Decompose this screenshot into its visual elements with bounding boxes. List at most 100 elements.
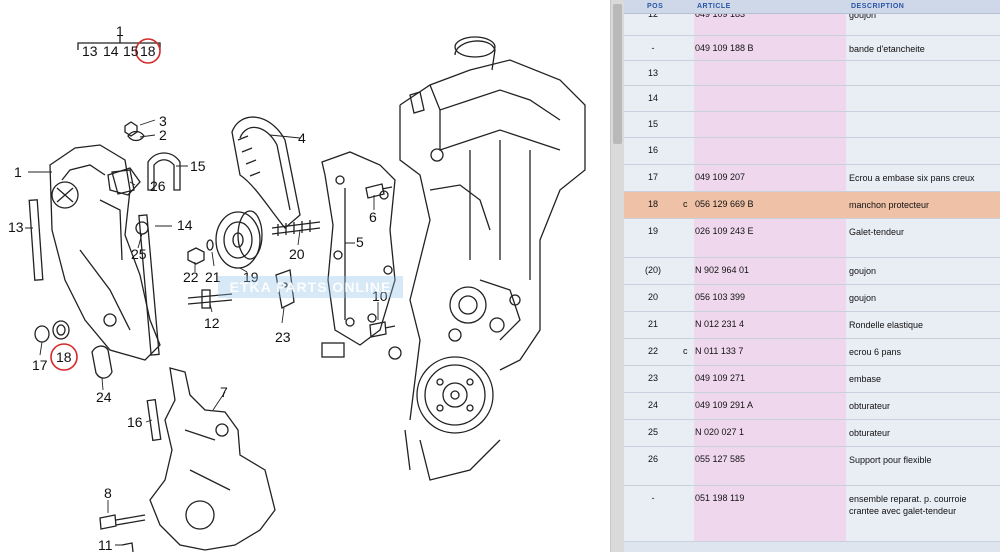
engine-block-drawing: [388, 36, 586, 481]
callout-1-group: 1: [116, 23, 124, 39]
callout-20: 20: [289, 246, 305, 262]
cell-article: 049 109 188 B: [695, 43, 754, 53]
cell-pos: 20: [647, 292, 658, 302]
group-bracket: [77, 42, 161, 50]
cell-pos: 17: [647, 172, 658, 182]
diagram-drawing: 1 13 14 15 18 3 2 4 1 15 26 6 13 14 5 20…: [8, 23, 586, 552]
cell-article: 056 103 399: [695, 292, 746, 302]
callout-group-member: 15: [123, 43, 139, 59]
table-row[interactable]: 23 049 109 271 embase: [624, 366, 1000, 393]
table-row[interactable]: (20) N 902 964 01 goujon: [624, 258, 1000, 285]
cell-article: 026 109 243 E: [695, 226, 754, 236]
highlight-circle-18-diagram: [50, 343, 78, 371]
table-row[interactable]: 14: [624, 86, 1000, 112]
cell-pos: 25: [647, 427, 658, 437]
cell-pos: 15: [647, 119, 658, 129]
table-row[interactable]: 21 N 012 231 4 Rondelle elastique: [624, 312, 1000, 339]
callout-4: 4: [298, 130, 306, 146]
callout-21: 21: [205, 269, 221, 285]
cell-description: goujon: [849, 266, 877, 276]
cell-mark: c: [683, 199, 688, 209]
cell-pos: 21: [647, 319, 658, 329]
callout-24: 24: [96, 389, 112, 405]
cell-article: 049 109 291 A: [695, 400, 754, 410]
callout-6: 6: [369, 209, 377, 225]
callout-8: 8: [104, 485, 112, 501]
cell-pos: 18: [647, 199, 658, 209]
callout-23: 23: [275, 329, 291, 345]
cell-pos: 19: [647, 226, 658, 236]
table-header: POS ARTICLE DESCRIPTION: [624, 0, 1000, 14]
cell-description: Rondelle elastique: [849, 320, 924, 330]
callout-3: 3: [159, 113, 167, 129]
cell-description: embase: [849, 374, 882, 384]
callout-10: 10: [372, 288, 388, 304]
table-row[interactable]: 22 c N 011 133 7 ecrou 6 pans: [624, 339, 1000, 366]
cell-pos: 12: [647, 9, 658, 19]
cell-article: N 020 027 1: [695, 427, 745, 437]
table-row-selected[interactable]: 18 c 056 129 669 B manchon protecteur: [624, 192, 1000, 219]
cell-description: ecrou 6 pans: [849, 347, 902, 357]
table-row[interactable]: - 049 109 188 B bande d'etancheite: [624, 36, 1000, 61]
watermark: ETKA PARTS ONLINE: [218, 276, 403, 298]
callout-7: 7: [220, 384, 228, 400]
table-row[interactable]: 15: [624, 112, 1000, 138]
callout-15: 15: [190, 158, 206, 174]
callout-5: 5: [356, 234, 364, 250]
cell-pos: 13: [647, 68, 658, 78]
table-row[interactable]: 25 N 020 027 1 obturateur: [624, 420, 1000, 447]
table-row[interactable]: 26 055 127 585 Support pour flexible: [624, 447, 1000, 486]
parts-table: 12 049 109 183 goujon POS ARTICLE DESCRI…: [624, 0, 1000, 552]
cell-article: 051 198 119: [695, 493, 745, 503]
timing-belt-drawing: [231, 116, 301, 229]
callout-18: 18: [56, 349, 72, 365]
cell-pos: (20): [644, 265, 661, 275]
exploded-parts-diagram[interactable]: 1 13 14 15 18 3 2 4 1 15 26 6 13 14 5 20…: [0, 0, 610, 552]
cell-description: goujon: [849, 293, 877, 303]
table-row[interactable]: 12 049 109 183 goujon: [624, 9, 1000, 36]
callout-14: 14: [177, 217, 193, 233]
callout-group-member: 18: [140, 43, 156, 59]
cell-pos: -: [651, 493, 655, 503]
cell-description: Ecrou a embase six pans creux: [849, 173, 975, 183]
table-row[interactable]: - 051 198 119 ensemble reparat. p. courr…: [624, 486, 1000, 542]
rear-plate-drawing: [321, 151, 396, 346]
cell-pos: 24: [647, 400, 658, 410]
callout-group-member: 13: [82, 43, 98, 59]
cell-article: 049 109 207: [695, 172, 746, 182]
cell-article: N 012 231 4: [695, 319, 745, 329]
diagram-scrollbar[interactable]: [610, 0, 624, 552]
callout-13: 13: [8, 219, 24, 235]
callout-22: 22: [183, 269, 199, 285]
cell-article: 055 127 585: [695, 454, 746, 464]
cell-article: 049 109 183: [695, 9, 746, 19]
scrollbar-thumb[interactable]: [613, 4, 622, 144]
cell-description: ensemble reparat. p. courroie crantee av…: [849, 494, 967, 516]
cell-pos: 14: [647, 93, 658, 103]
callout-19: 19: [243, 269, 259, 285]
cell-article: 056 129 669 B: [695, 199, 754, 209]
cell-pos: 22: [647, 346, 658, 356]
callout-1: 1: [14, 164, 22, 180]
table-row[interactable]: 19 026 109 243 E Galet-tendeur: [624, 219, 1000, 258]
table-row[interactable]: 16: [624, 138, 1000, 165]
cell-pos: -: [651, 43, 655, 53]
cell-description: Galet-tendeur: [849, 227, 905, 237]
cell-description: Support pour flexible: [849, 455, 932, 465]
table-row[interactable]: 24 049 109 291 A obturateur: [624, 393, 1000, 420]
cell-description: obturateur: [849, 428, 891, 438]
header-pos: POS: [647, 3, 664, 10]
table-row[interactable]: 17 049 109 207 Ecrou a embase six pans c…: [624, 165, 1000, 192]
callout-12: 12: [204, 315, 220, 331]
cell-description: goujon: [849, 10, 877, 20]
table-row[interactable]: 13: [624, 61, 1000, 86]
callout-26: 26: [150, 178, 166, 194]
timing-cover-drawing: [49, 144, 161, 361]
cell-article: N 902 964 01: [695, 265, 750, 275]
cell-article: N 011 133 7: [695, 346, 744, 356]
header-description: DESCRIPTION: [851, 3, 905, 10]
table-row[interactable]: 20 056 103 399 goujon: [624, 285, 1000, 312]
cell-description: bande d'etancheite: [849, 44, 925, 54]
callout-17: 17: [32, 357, 48, 373]
cell-article: 049 109 271: [695, 373, 746, 383]
